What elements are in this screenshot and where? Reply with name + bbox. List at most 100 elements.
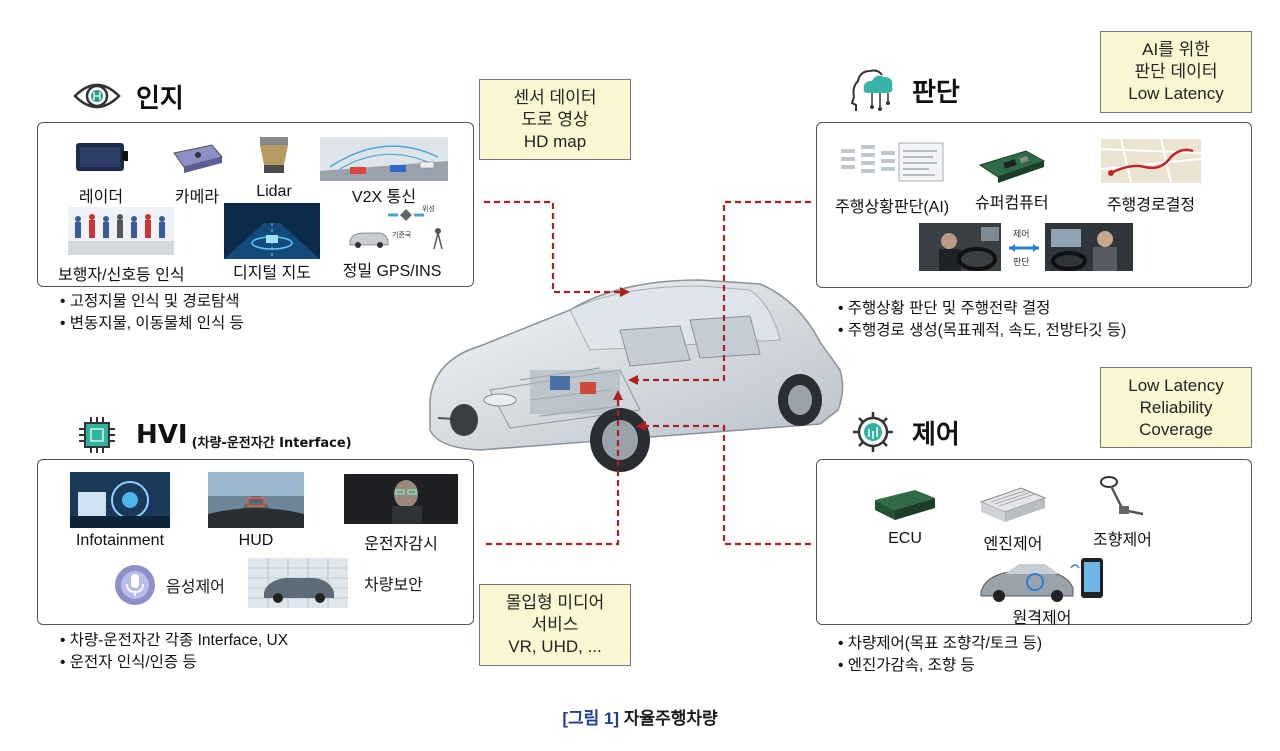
autonomous-car-image xyxy=(429,279,844,472)
hvi-arrowhead xyxy=(613,390,623,400)
camera-label: 카메라 xyxy=(174,189,220,206)
voice-control-item: 음성제어 xyxy=(114,564,225,606)
engine-control-item: 엔진제어 xyxy=(977,482,1049,554)
remote-control-item: 원격제어 xyxy=(975,556,1109,628)
pedestrian-label: 보행자/신호등 인식 xyxy=(58,267,185,284)
judgment-note-line-1: AI를 위한 xyxy=(1142,40,1210,59)
gps-item: 위성 기준국 정밀 GPS/INS xyxy=(340,205,444,281)
judgment-note-line-3: Low Latency xyxy=(1128,84,1224,103)
supercomputer-label: 슈퍼컴퓨터 xyxy=(975,195,1049,212)
control-title: 제어 xyxy=(848,412,960,452)
cloud-head-icon xyxy=(848,69,898,111)
route-decision-item: 주행경로결정 xyxy=(1101,139,1201,215)
perception-bullet-2: 변동지물, 이동물체 인식 등 xyxy=(60,313,244,335)
swap-label-judgment: 판단 xyxy=(1013,257,1030,268)
control-note-line-1: Low Latency xyxy=(1128,375,1224,395)
perception-note: 센서 데이터 도로 영상 HD map xyxy=(479,79,631,160)
infotainment-image xyxy=(70,472,170,528)
perception-title-text: 인지 xyxy=(136,83,184,114)
perception-panel: 레이더 카메라 Lidar V2X 통신 xyxy=(37,122,474,287)
judgment-arrowhead xyxy=(628,375,638,385)
figure-title: 자율주행차량 xyxy=(623,709,718,728)
driver-manual-image xyxy=(919,223,1001,271)
ecu-label: ECU xyxy=(888,530,922,547)
gps-base-station-label: 기준국 xyxy=(392,230,412,239)
v2x-label: V2X 통신 xyxy=(351,189,417,206)
hvi-subtitle: (차량-운전자간 Interface) xyxy=(191,436,352,451)
radar-label: 레이더 xyxy=(78,189,124,206)
control-panel: ECU 엔진제어 조향제어 원격제어 xyxy=(816,459,1252,628)
driver-monitoring-label: 운전자감시 xyxy=(364,536,438,553)
hvi-arrow xyxy=(486,400,620,546)
control-note-line-3: Coverage xyxy=(1139,419,1213,439)
remote-control-label: 원격제어 xyxy=(1012,610,1072,627)
route-map-image xyxy=(1101,139,1201,183)
judgment-note: AI를 위한 판단 데이터 Low Latency xyxy=(1100,31,1252,113)
camera-item: 카메라 xyxy=(168,137,226,207)
control-bullet-2: 엔진가감속, 조향 등 xyxy=(838,655,1042,677)
steering-control-image xyxy=(1100,476,1144,516)
swap-label-control: 제어 xyxy=(1013,229,1030,240)
perception-note-line-2: 도로 영상 xyxy=(521,109,589,129)
hvi-note-line-3: VR, UHD, ... xyxy=(508,637,602,656)
hvi-title-text: HVI xyxy=(136,420,188,450)
perception-arrow xyxy=(484,200,620,294)
situation-ai-label: 주행상황판단(AI) xyxy=(835,199,950,216)
steering-control-label: 조향제어 xyxy=(1093,532,1152,549)
voice-control-label: 음성제어 xyxy=(166,577,225,596)
judgment-bullet-2: 주행경로 생성(목표궤적, 속도, 전방타깃 등) xyxy=(838,320,1127,342)
judgment-bullets: 주행상황 판단 및 주행전략 결정 주행경로 생성(목표궤적, 속도, 전방타깃… xyxy=(838,298,1127,342)
control-arrow xyxy=(646,424,811,546)
lidar-item: Lidar xyxy=(252,133,296,201)
vehicle-security-label: 차량보안 xyxy=(364,575,423,594)
judgment-arrow xyxy=(638,200,811,382)
perception-note-line-3: HD map xyxy=(523,131,587,151)
chip-icon xyxy=(72,415,122,455)
steering-control-item: 조향제어 xyxy=(1093,474,1152,550)
control-bullet-1: 차량제어(목표 조향각/토크 등) xyxy=(838,633,1042,655)
ecu-image xyxy=(875,490,935,520)
engine-control-image xyxy=(979,487,1047,522)
supercomputer-item: 슈퍼컴퓨터 xyxy=(975,145,1049,213)
vehicle-security-item: 차량보안 xyxy=(248,558,423,608)
radar-image xyxy=(76,143,128,171)
hvi-panel: Infotainment HUD 운전자감시 음성제어 xyxy=(37,459,474,625)
digital-map-label: 디지털 지도 xyxy=(232,265,312,282)
perception-arrowhead xyxy=(620,287,630,297)
perception-bullet-1: 고정지물 인식 및 경로탐색 xyxy=(60,291,244,313)
v2x-item: V2X 통신 xyxy=(320,137,448,207)
route-decision-label: 주행경로결정 xyxy=(1106,197,1196,214)
judgment-bullet-1: 주행상황 판단 및 주행전략 결정 xyxy=(838,298,1126,320)
gear-icon xyxy=(848,412,898,452)
camera-image xyxy=(173,144,223,173)
hud-label: HUD xyxy=(238,532,274,549)
control-title-text: 제어 xyxy=(912,419,960,450)
hvi-bullet-1: 차량-운전자간 각종 Interface, UX xyxy=(60,630,288,652)
hud-item: HUD xyxy=(208,472,304,550)
figure-number: [그림 1] xyxy=(562,709,620,728)
lidar-label: Lidar xyxy=(256,183,292,200)
digital-map-item: 디지털 지도 xyxy=(224,203,320,283)
hud-image xyxy=(208,472,304,528)
perception-bullets: 고정지물 인식 및 경로탐색 변동지물, 이동물체 인식 등 xyxy=(60,291,244,335)
swap-arrow-icon: 제어 판단 xyxy=(1009,229,1039,268)
gps-satellite-label: 위성 xyxy=(422,205,435,213)
control-bullets: 차량제어(목표 조향각/토크 등) 엔진가감속, 조향 등 xyxy=(838,633,1042,677)
perception-title: 인지 xyxy=(72,76,184,116)
driver-monitoring-item: 운전자감시 xyxy=(344,474,458,554)
radar-item: 레이더 xyxy=(72,137,130,207)
hvi-note: 몰입형 미디어 서비스 VR, UHD, ... xyxy=(479,584,631,666)
hvi-bullets: 차량-운전자간 각종 Interface, UX 운전자 인식/인증 등 xyxy=(60,630,288,674)
driver-monitoring-image xyxy=(344,474,458,524)
lidar-image xyxy=(260,137,288,173)
situation-ai-item: 주행상황판단(AI) xyxy=(835,141,949,217)
infotainment-item: Infotainment xyxy=(70,472,170,550)
remote-control-image xyxy=(980,558,1103,602)
infotainment-label: Infotainment xyxy=(75,532,165,549)
driver-autonomous-image xyxy=(1045,223,1133,271)
supercomputer-image xyxy=(978,150,1046,183)
pedestrian-item: 보행자/신호등 인식 xyxy=(58,207,185,285)
judgment-swap-images: 제어 판단 xyxy=(919,223,1133,273)
digital-map-image xyxy=(224,203,320,259)
